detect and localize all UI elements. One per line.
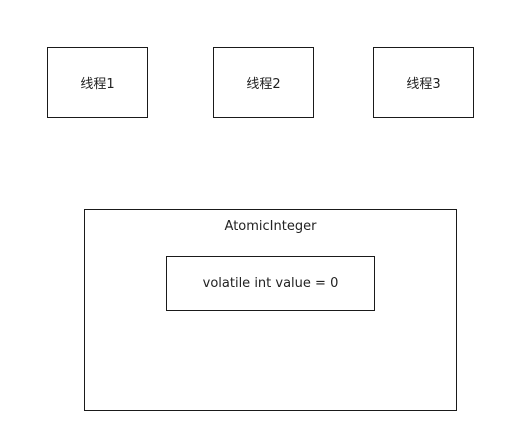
thread-2-label: 线程2	[246, 77, 281, 92]
volatile-value-box: volatile int value = 0	[166, 256, 375, 311]
volatile-value-label: volatile int value = 0	[202, 276, 339, 291]
thread-3-box: 线程3	[373, 47, 474, 118]
atomic-integer-box: AtomicInteger volatile int value = 0	[84, 209, 457, 411]
thread-1-label: 线程1	[80, 77, 115, 92]
thread-3-label: 线程3	[406, 77, 441, 92]
thread-1-box: 线程1	[47, 47, 148, 118]
atomic-integer-title: AtomicInteger	[224, 219, 317, 234]
thread-2-box: 线程2	[213, 47, 314, 118]
